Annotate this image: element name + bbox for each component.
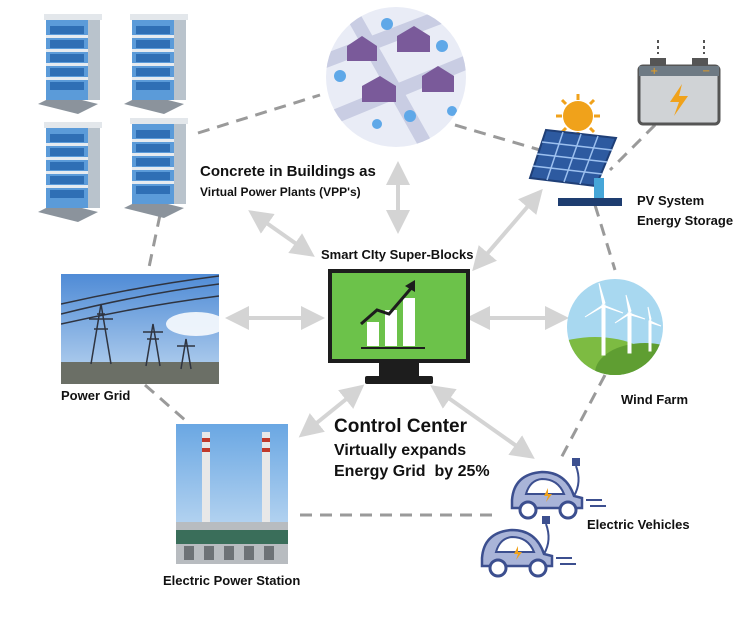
power-station-photo	[176, 424, 288, 564]
power-grid-photo	[61, 274, 219, 384]
power-grid-label: Power Grid	[61, 388, 131, 403]
link-buildings-city	[197, 93, 321, 135]
link-city-solar	[454, 123, 541, 152]
electric-vehicles-label: Electric Vehicles	[587, 517, 690, 532]
link-buildings-grid	[146, 214, 162, 273]
svg-text:−: −	[702, 66, 710, 77]
dashed-links	[144, 93, 657, 517]
arrow-control-solar	[472, 188, 543, 272]
control-center-line3: Energy Grid by 25%	[334, 463, 490, 480]
svg-text:+: +	[650, 66, 658, 77]
smart-city-label: Smart CIty Super-Blocks	[321, 247, 474, 262]
wind-farm-icon	[567, 279, 663, 375]
control-center-title: Control Center	[334, 416, 467, 437]
vpp-subtitle: Virtual Power Plants (VPP's)	[200, 185, 361, 199]
arrow-vpp-control	[248, 210, 315, 257]
solar-panel-icon	[528, 94, 622, 206]
electric-vehicle-icon	[480, 458, 606, 578]
link-grid-station	[144, 383, 186, 422]
vpp-title: Concrete in Buildings as	[200, 163, 376, 180]
pv-system-label: PV System	[637, 193, 705, 208]
wind-farm-label: Wind Farm	[621, 392, 689, 407]
link-solar-wind	[593, 204, 617, 271]
control-center-line2: Virtually expands	[334, 442, 467, 459]
monitor-chart-icon	[328, 269, 470, 384]
bidirectional-arrows	[225, 161, 569, 459]
link-wind-ev	[558, 374, 607, 461]
power-station-label: Electric Power Station	[163, 573, 301, 588]
smart-city-icon	[326, 7, 466, 147]
energy-storage-label: Energy Storage	[637, 213, 734, 228]
arrow-control-ev	[430, 385, 535, 459]
office-buildings-icon	[38, 14, 188, 222]
arrow-station-control	[298, 384, 365, 438]
battery-icon: + −	[637, 40, 721, 126]
link-battery-solar	[608, 123, 657, 172]
